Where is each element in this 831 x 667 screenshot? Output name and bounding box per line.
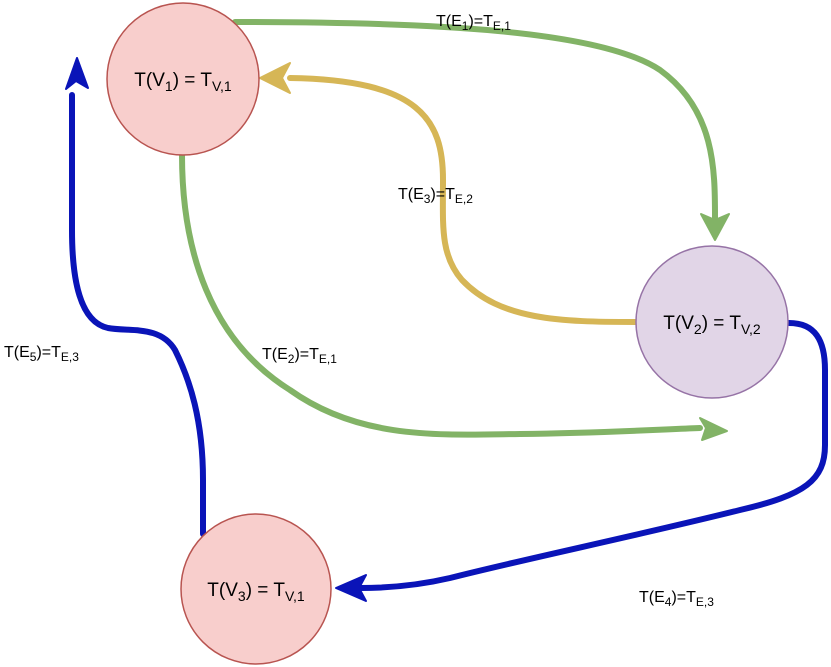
edge-e3 bbox=[259, 62, 639, 325]
edge-e4 bbox=[335, 320, 828, 602]
edge-e2-line bbox=[179, 152, 703, 438]
node-v3: T(V3) = TV,1 bbox=[180, 513, 332, 665]
edge-e3-arrowhead bbox=[259, 62, 291, 94]
edge-e4-line bbox=[357, 320, 828, 591]
node-v3-circle bbox=[180, 513, 332, 665]
node-v2-label: T(V2) = TV,2 bbox=[663, 313, 761, 337]
node-v1: T(V1) = TV,1 bbox=[106, 2, 260, 156]
edge-e5 bbox=[65, 57, 206, 537]
node-v1-label: T(V1) = TV,1 bbox=[134, 70, 232, 94]
edge-e5-label: T(E5)=TE,3 bbox=[4, 344, 79, 364]
edge-e4-label: T(E4)=TE,3 bbox=[639, 589, 714, 609]
edge-e4-arrowhead bbox=[335, 574, 367, 602]
edge-e1 bbox=[232, 19, 730, 241]
edge-e2 bbox=[179, 152, 728, 441]
node-v3-label: T(V3) = TV,1 bbox=[207, 580, 305, 604]
edge-e5-arrowhead bbox=[65, 57, 89, 90]
edge-e2-arrowhead bbox=[699, 417, 728, 441]
edge-e1-label: T(E1)=TE,1 bbox=[436, 13, 511, 33]
edge-e3-label: T(E3)=TE,2 bbox=[398, 186, 473, 206]
edge-e2-label: T(E2)=TE,1 bbox=[262, 346, 337, 366]
edge-e1-line bbox=[232, 19, 718, 221]
node-v1-circle bbox=[106, 2, 260, 156]
edge-e3-line bbox=[287, 75, 639, 325]
node-v2-circle bbox=[635, 245, 789, 399]
edge-e5-line bbox=[69, 92, 206, 537]
node-v2: T(V2) = TV,2 bbox=[635, 245, 789, 399]
edge-e1-arrowhead bbox=[700, 213, 730, 241]
